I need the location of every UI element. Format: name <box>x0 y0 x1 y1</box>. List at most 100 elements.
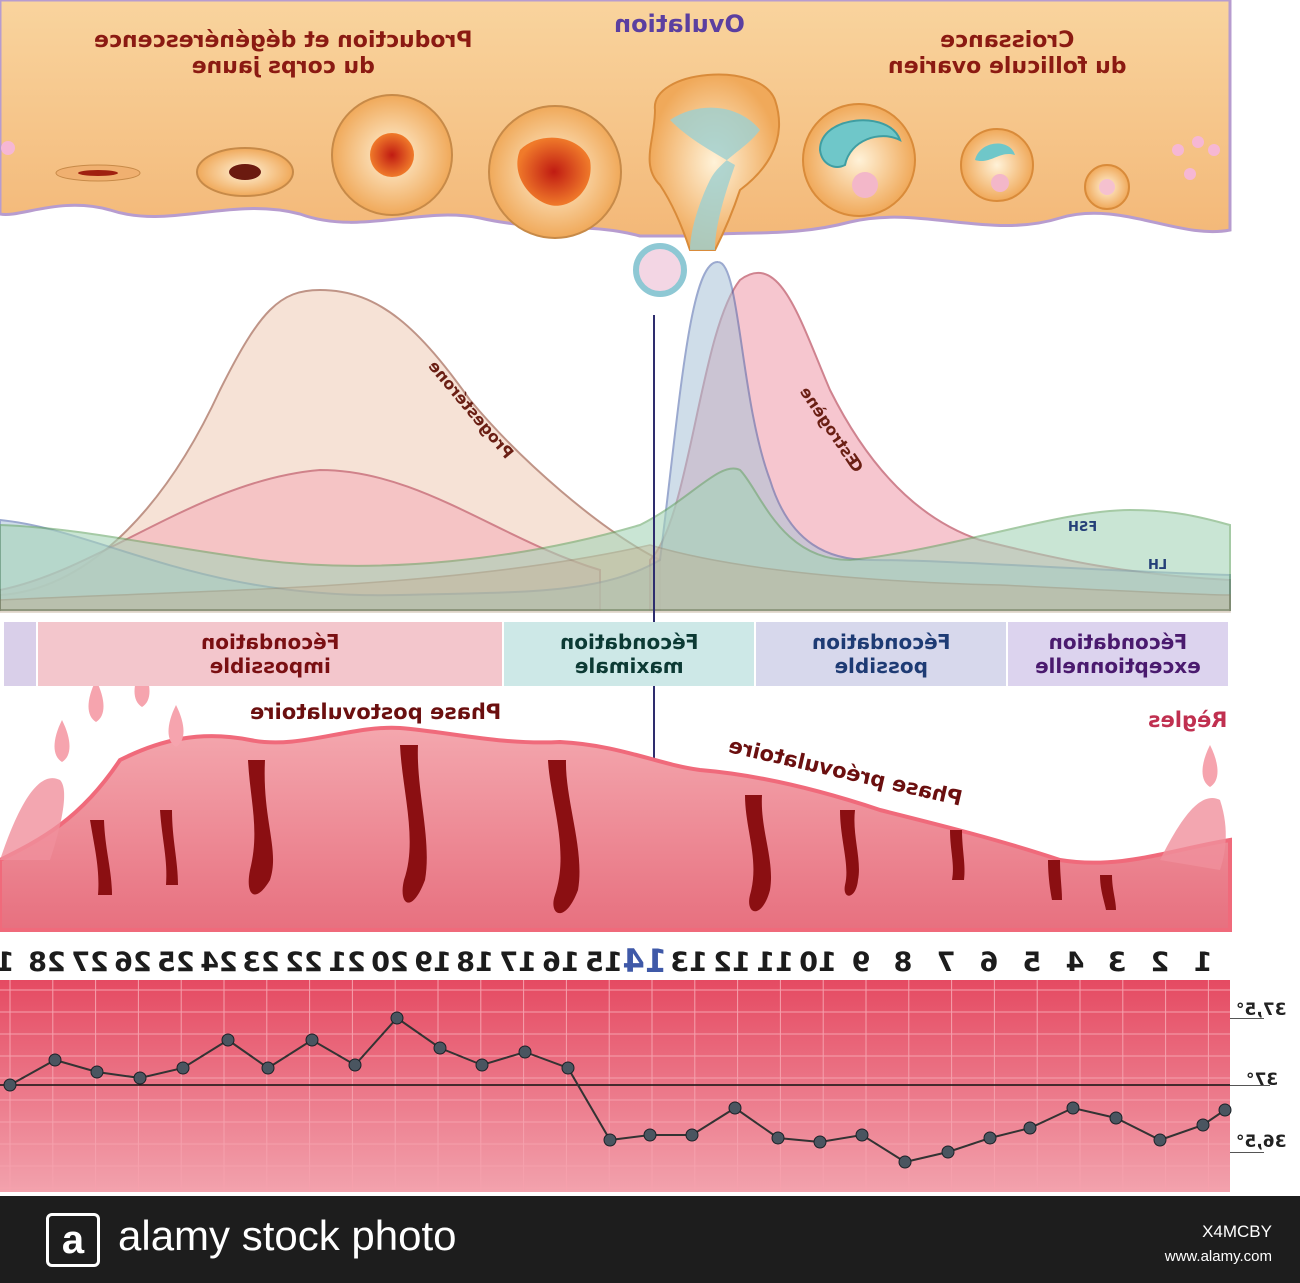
fecondation-possible: Fécondation possible <box>756 622 1006 686</box>
fecondation-exceptionnelle: Fécondation exceptionnelle <box>1008 622 1228 686</box>
day-label: 19 <box>413 947 452 978</box>
day-label: 2 <box>1150 947 1170 978</box>
lh-label: LH <box>1148 558 1168 573</box>
primordial-follicle <box>1184 168 1196 180</box>
temperature-point <box>433 1041 447 1055</box>
fecondation-band-edge <box>4 622 36 686</box>
fecondation-maximale-label: Fécondation maximale <box>559 630 699 678</box>
secondary-follicle <box>960 128 1034 202</box>
temperature-point <box>728 1101 742 1115</box>
temperature-point <box>1153 1133 1167 1147</box>
day-label: 24 <box>199 947 238 978</box>
temperature-point <box>133 1071 147 1085</box>
gland-crypt <box>1048 860 1062 900</box>
day-label: 4 <box>1065 947 1084 978</box>
corpus-albicans-core <box>78 170 118 176</box>
gland-crypt <box>400 745 427 903</box>
gland-crypt <box>950 830 965 880</box>
day-label: 9 <box>851 947 870 978</box>
gland-crypt <box>90 820 112 895</box>
temperature-point <box>518 1045 532 1059</box>
footer-brand: alamy stock photo <box>118 1212 457 1259</box>
menstrual-shedding <box>0 778 65 860</box>
primordial-follicle <box>1208 144 1220 156</box>
day-label: 26 <box>114 947 152 978</box>
temperature-point <box>643 1128 657 1142</box>
gland-crypt <box>840 810 859 896</box>
baseline-curve <box>0 544 1231 613</box>
primordial-follicle <box>1192 136 1204 148</box>
temp-tick-37: 37° <box>1246 1070 1279 1090</box>
endometrium <box>0 665 1232 932</box>
day-label: 13 <box>670 947 709 978</box>
temperature-point <box>603 1133 617 1147</box>
temperature-point <box>1218 1103 1232 1117</box>
temperature-point <box>48 1053 62 1067</box>
gland-crypt <box>1100 875 1116 910</box>
day-label: 11 <box>756 947 794 978</box>
day-label: 23 <box>242 947 281 978</box>
temperature-point <box>1196 1118 1210 1132</box>
temperature-point <box>1066 1101 1080 1115</box>
day-label: 7 <box>936 947 956 978</box>
temperature-point <box>3 1078 17 1092</box>
secondary-follicle-oocyte <box>991 174 1009 192</box>
menstrual-shedding <box>1160 798 1226 870</box>
day-label: 22 <box>285 947 323 978</box>
temperature-point <box>261 1061 275 1075</box>
fsh-label: FSH <box>1068 520 1098 535</box>
temperature-line <box>9 1016 1226 1164</box>
primary-follicle-oocyte <box>1099 179 1115 195</box>
menstrual-droplet <box>168 705 184 747</box>
gland-crypt <box>745 795 772 912</box>
forming-corpus-luteum-core <box>517 137 591 206</box>
temp-tick-37-5: 37,5° <box>1236 1000 1287 1020</box>
menstruation-label: Règles <box>1148 708 1228 732</box>
hormone-chart <box>0 260 1231 613</box>
temperature-point <box>176 1061 190 1075</box>
follicular-fluid <box>670 107 760 250</box>
follicle-growth-label: Croissance du follicule ovarien <box>888 28 1127 79</box>
temperature-point <box>390 1011 404 1025</box>
released-oocyte <box>633 243 687 297</box>
day-label: 3 <box>1108 947 1127 978</box>
fecondation-maximale: Fécondation maximale <box>504 622 754 686</box>
gland-crypt <box>248 760 274 895</box>
temperature-point <box>941 1145 955 1159</box>
fecondation-possible-label: Fécondation possible <box>811 630 951 678</box>
temperature-point <box>771 1131 785 1145</box>
footer-image-id: X4MCBY <box>1202 1222 1272 1241</box>
temperature-point <box>90 1065 104 1079</box>
day-label: 5 <box>1022 947 1042 978</box>
primordial-follicle <box>1 141 15 155</box>
day-label: 25 <box>157 947 195 978</box>
ovulation-label: Ovulation <box>614 10 745 38</box>
temperature-point <box>898 1155 912 1169</box>
day-label: 15 <box>585 947 623 978</box>
secondary-follicle-antrum <box>975 143 1015 162</box>
day-label: 1 <box>0 947 25 978</box>
temperature-point <box>475 1058 489 1072</box>
day-label: 6 <box>979 947 999 978</box>
gland-crypt <box>548 760 580 914</box>
temperature-point <box>855 1128 869 1142</box>
day-label: 28 <box>28 947 67 978</box>
gland-crypt <box>160 810 178 885</box>
day-label: 8 <box>894 947 913 978</box>
day-label: 12 <box>713 947 751 978</box>
postovulatory-phase-label: Phase postovulatoire <box>250 700 502 724</box>
day-label: 1 <box>1193 947 1213 978</box>
day-label: 10 <box>799 947 837 978</box>
endometrium-tissue <box>0 725 1232 932</box>
primordial-follicle <box>1172 144 1184 156</box>
follicle-group <box>802 103 1220 217</box>
regressing-corpus-luteum-core <box>229 164 261 180</box>
tertiary-follicle-oocyte <box>852 172 878 198</box>
day-label: 27 <box>71 947 109 978</box>
temperature-grid-background <box>0 980 1230 1192</box>
day-label: 18 <box>456 947 495 978</box>
ovulation-follicle <box>633 73 781 297</box>
footer-url: www.alamy.com <box>1164 1248 1272 1265</box>
